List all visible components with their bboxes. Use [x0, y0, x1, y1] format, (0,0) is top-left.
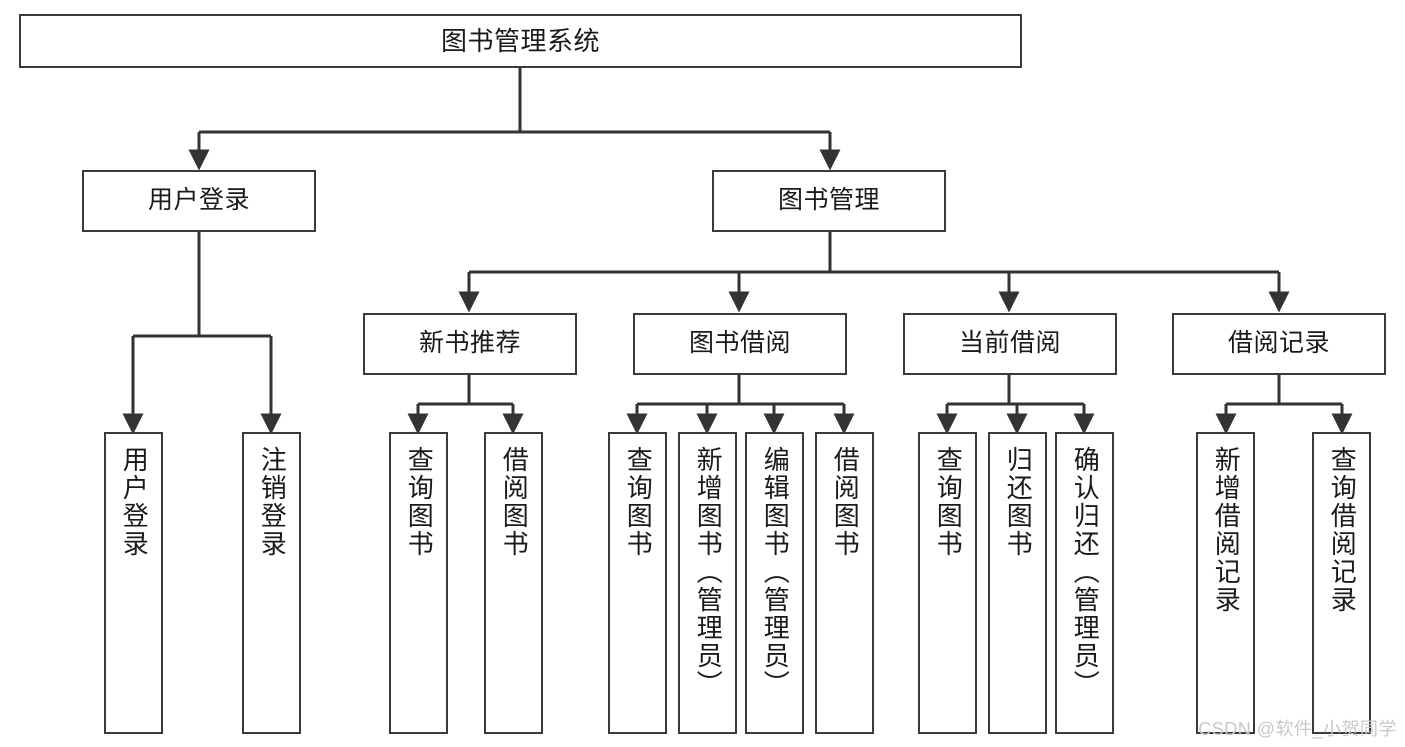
node-label: 图书管理系统 — [440, 25, 600, 56]
node-label: 注销登录 — [257, 446, 288, 558]
node-leaf-add-record[interactable]: 新增借阅记录 — [1196, 432, 1255, 734]
node-label: 新增借阅记录 — [1211, 446, 1242, 614]
node-label: 图书管理 — [777, 186, 880, 215]
node-label: 查询借阅记录 — [1327, 446, 1358, 614]
node-label: 用户登录 — [119, 446, 150, 558]
node-leaf-borrow-book-2[interactable]: 借阅图书 — [815, 432, 874, 734]
node-label: 新书推荐 — [418, 329, 521, 358]
csdn-watermark: CSDN @软件_小贺同学 — [1198, 719, 1397, 739]
node-user-login[interactable]: 用户登录 — [82, 170, 316, 232]
node-leaf-query-book-1[interactable]: 查询图书 — [389, 432, 448, 734]
node-leaf-query-book-2[interactable]: 查询图书 — [608, 432, 667, 734]
node-label: 用户登录 — [147, 186, 250, 215]
node-leaf-borrow-book-1[interactable]: 借阅图书 — [484, 432, 543, 734]
node-leaf-query-book-3[interactable]: 查询图书 — [918, 432, 977, 734]
node-leaf-return-book[interactable]: 归还图书 — [988, 432, 1047, 734]
node-leaf-user-login[interactable]: 用户登录 — [104, 432, 163, 734]
node-label: 新增图书（管理员） — [693, 446, 724, 698]
node-current-borrow[interactable]: 当前借阅 — [903, 313, 1117, 375]
node-borrow-record[interactable]: 借阅记录 — [1172, 313, 1386, 375]
node-label: 当前借阅 — [958, 329, 1061, 358]
node-leaf-logout-login[interactable]: 注销登录 — [242, 432, 301, 734]
node-label: 借阅图书 — [830, 446, 861, 558]
node-label: 图书借阅 — [688, 329, 791, 358]
node-label: 归还图书 — [1003, 446, 1034, 558]
node-book-management[interactable]: 图书管理 — [712, 170, 946, 232]
node-label: 查询图书 — [404, 446, 435, 558]
node-new-book-recommend[interactable]: 新书推荐 — [363, 313, 577, 375]
node-book-borrow[interactable]: 图书借阅 — [633, 313, 847, 375]
node-label: 借阅图书 — [499, 446, 530, 558]
node-system-title[interactable]: 图书管理系统 — [19, 14, 1022, 68]
node-label: 借阅记录 — [1227, 329, 1330, 358]
node-label: 查询图书 — [933, 446, 964, 558]
node-label: 查询图书 — [623, 446, 654, 558]
node-label: 编辑图书（管理员） — [760, 446, 791, 698]
node-leaf-query-record[interactable]: 查询借阅记录 — [1312, 432, 1371, 734]
node-leaf-confirm-return[interactable]: 确认归还（管理员） — [1055, 432, 1114, 734]
node-leaf-add-book[interactable]: 新增图书（管理员） — [678, 432, 737, 734]
node-leaf-edit-book[interactable]: 编辑图书（管理员） — [745, 432, 804, 734]
node-label: 确认归还（管理员） — [1070, 446, 1101, 698]
